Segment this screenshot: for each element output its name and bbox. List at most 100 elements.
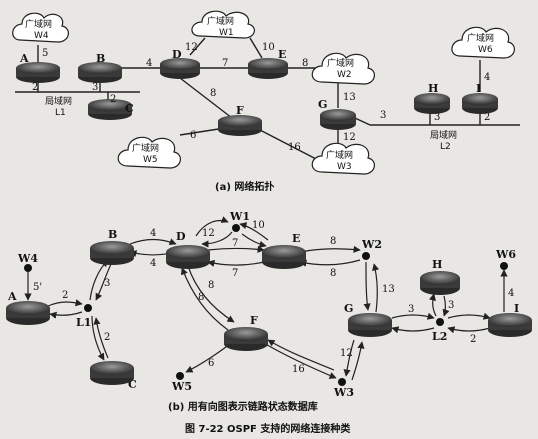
cloud-w3-name: 广域网 (326, 149, 353, 161)
router-c-label: C (125, 102, 134, 115)
cost-b-l1: 3 (92, 82, 98, 93)
cost-h-l2: 3 (434, 112, 440, 123)
arc-l2-i (447, 312, 491, 320)
graph-label-h: H (432, 258, 442, 271)
lan-l2-id: L2 (440, 142, 451, 152)
router-g-label: G (318, 98, 327, 111)
router-i (462, 93, 498, 114)
arc-i-l2 (447, 326, 491, 334)
graph-node-l1 (84, 304, 92, 312)
cloud-w6-id: W6 (478, 45, 493, 55)
graph-cost-e-d: 7 (232, 268, 238, 279)
cost-e-w2: 8 (302, 58, 308, 69)
cloud-w4-id: W4 (34, 31, 49, 41)
arc-l1-a (49, 311, 83, 319)
figure-title: 图 7-22 OSPF 支持的网络连接种类 (185, 422, 350, 435)
arc-b-d (129, 238, 177, 246)
graph-router-d (166, 245, 210, 269)
graph-cost-l2-i: 2 (470, 334, 476, 345)
link-e-w1 (249, 37, 263, 59)
graph-router-c (90, 361, 134, 385)
graph-label-l2: L2 (432, 330, 447, 343)
router-f (218, 115, 262, 136)
link-d-f (179, 77, 233, 119)
graph-cost-b-d: 4 (150, 228, 156, 239)
cloud-w3-id: W3 (337, 162, 352, 172)
graph-cost-e-w2: 8 (330, 236, 336, 247)
graph-router-b (90, 241, 134, 265)
cloud-w1: 广域网 W1 (191, 10, 255, 39)
arc-f-d (180, 267, 229, 331)
router-e-label: E (278, 48, 286, 61)
graph-router-a (6, 301, 50, 325)
graph-router-e (262, 245, 306, 269)
cloud-w2-name: 广域网 (327, 57, 354, 69)
lan-l1-id: L1 (55, 108, 66, 118)
cloud-w2-id: W2 (337, 70, 352, 80)
graph-label-a: A (7, 290, 17, 303)
router-b (78, 62, 122, 83)
cloud-w6-name: 广域网 (467, 32, 494, 44)
graph-label-d: D (176, 230, 186, 243)
graph-label-w5: W5 (171, 380, 192, 393)
lan-l2-name: 局域网 (430, 129, 457, 141)
router-e (248, 58, 288, 79)
graph-cost-c-l1: 2 (104, 332, 110, 343)
graph-cost-g-w3: 12 (340, 348, 353, 359)
router-b-label: B (96, 52, 105, 65)
graph-cost-e-w1: 10 (252, 220, 265, 231)
cloud-w6: 广域网 W6 (451, 26, 515, 59)
graph-cost-f-w5: 6 (208, 358, 214, 369)
cloud-w2: 广域网 W2 (311, 52, 375, 85)
cost-i-l2: 2 (484, 112, 490, 123)
router-f-label: F (236, 104, 244, 117)
graph-label-w1: W1 (229, 210, 250, 223)
graph-cost-i-w6: 4 (508, 288, 514, 299)
cost-i-w6: 4 (484, 72, 490, 83)
arc-w3-f (267, 339, 335, 371)
cost-a-w4: 5 (42, 48, 48, 59)
cost-c-l1: 2 (110, 94, 116, 105)
arc-l2-g (391, 326, 435, 334)
cloud-w4-name: 广域网 (25, 18, 52, 30)
router-i-label: I (476, 82, 481, 95)
graph-cost-f-d: 8 (208, 280, 214, 291)
graph-router-i (488, 313, 532, 337)
link-d-w1 (189, 37, 206, 56)
graph-cost-a-w4: 5' (33, 282, 42, 293)
arc-l1-c (91, 315, 105, 361)
arc-b-l1 (95, 261, 113, 301)
arc-l2-h (428, 293, 437, 317)
graph-cost-b-l1: 3 (104, 278, 110, 289)
arc-w2-e (299, 259, 361, 267)
caption-a: (a) 网络拓扑 (215, 180, 274, 193)
graph-router-g (348, 313, 392, 337)
cost-d-e: 7 (222, 58, 228, 69)
link-g-l2 (354, 117, 371, 126)
cost-f-w5: 6 (190, 130, 196, 141)
cost-d-f: 8 (210, 88, 216, 99)
lan-l1-name: 局域网 (45, 95, 72, 107)
graph-router-h (420, 271, 460, 295)
graph-label-b: B (108, 228, 117, 241)
graph-label-g: G (344, 302, 353, 315)
graph-label-f: F (250, 314, 258, 327)
graph-node-w6 (500, 262, 508, 270)
graph-cost-d-w1: 12 (202, 228, 215, 239)
graph-node-w4 (24, 264, 32, 272)
cloud-w4: 广域网 W4 (12, 12, 69, 43)
cloud-w3: 广域网 W3 (311, 142, 375, 175)
arc-g-w2 (372, 263, 380, 313)
caption-b: (b) 用有向图表示链路状态数据库 (168, 400, 318, 413)
graph-node-w1 (232, 224, 240, 232)
graph-label-i: I (514, 302, 519, 315)
graph-node-l2 (436, 318, 444, 326)
cloud-w5-name: 广域网 (132, 142, 159, 154)
cost-e-w1: 10 (262, 42, 275, 53)
graph-cost-f-w3: 16 (292, 364, 305, 375)
arc-w1-e (241, 233, 267, 248)
arc-g-l2 (391, 312, 435, 320)
cost-g-w2: 13 (343, 92, 356, 103)
router-h (414, 93, 450, 114)
